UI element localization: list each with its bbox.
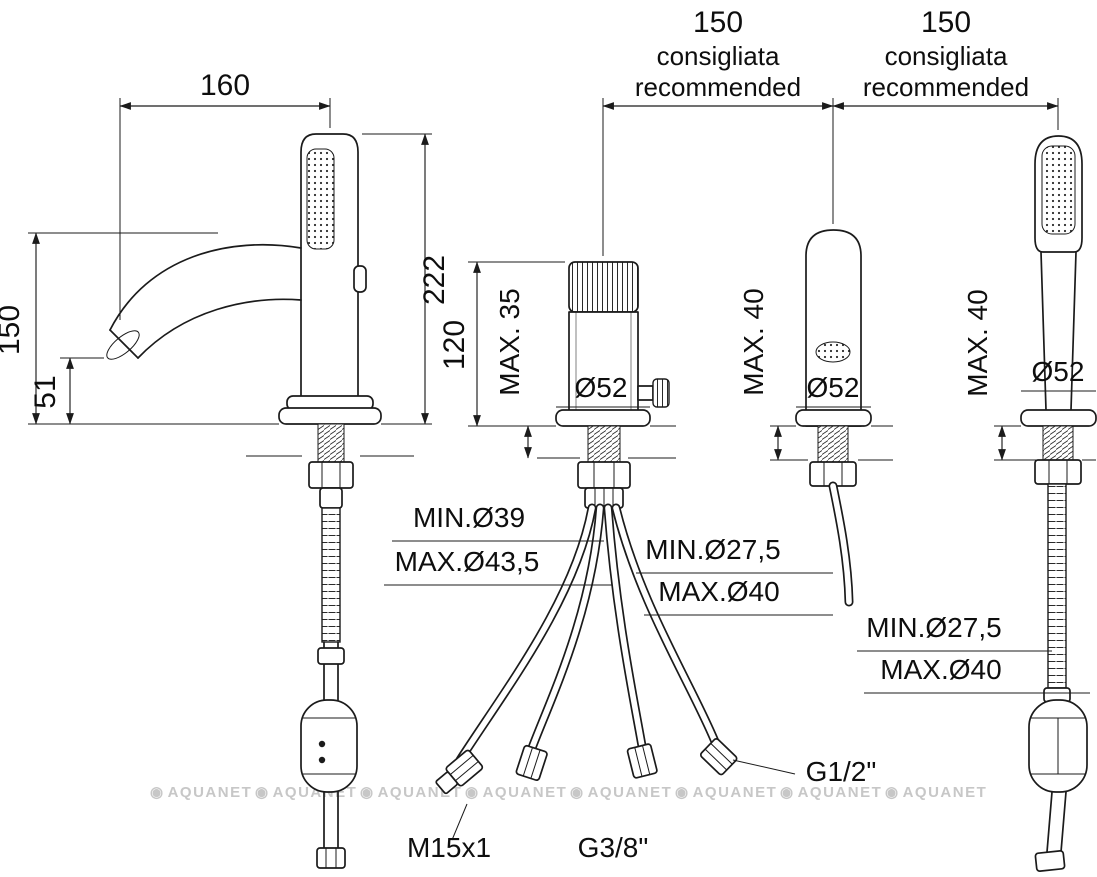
threaded-shank <box>587 425 621 463</box>
diverter-knob <box>652 378 670 408</box>
spout-flange <box>795 409 872 427</box>
dim-spout-height: 150 <box>0 305 26 355</box>
hose-lower <box>323 791 339 849</box>
holder-flange <box>1020 409 1097 427</box>
watermark-logo-icon: ◉ <box>150 784 165 801</box>
corrugated-hose <box>1047 483 1067 689</box>
hose-end-nut <box>316 847 346 869</box>
dim-mixer-flange: Ø52 <box>575 372 628 403</box>
watermark-logo-icon: ◉ <box>675 784 690 801</box>
dim-outlet-height: 51 <box>29 375 62 408</box>
dim-mixer-deck-max: MAX. 35 <box>494 288 525 395</box>
mixer-view <box>435 261 738 795</box>
watermark-logo-icon: ◉ <box>360 784 375 801</box>
watermark-text: AQUANET <box>693 784 778 801</box>
watermark-text: AQUANET <box>483 784 568 801</box>
dim-spacing-right-note-it: consigliata <box>885 41 1008 71</box>
faucet-view <box>106 133 414 869</box>
weight-screw <box>318 756 326 764</box>
spout-lower-curve <box>137 298 302 359</box>
label-g38: G3/8" <box>578 832 649 863</box>
watermark-logo-icon: ◉ <box>780 784 795 801</box>
dimension-annotations: 150 consigliata recommended 150 consigli… <box>0 6 1096 863</box>
watermark: ◉AQUANET <box>675 784 777 801</box>
hose-end-nut <box>1034 850 1066 872</box>
handshower-spray-face <box>306 148 335 250</box>
dim-spout-flange: Ø52 <box>807 372 860 403</box>
hose-lower <box>1046 791 1067 853</box>
dim-faucet-width: 160 <box>200 69 250 102</box>
dim-faucet-height: 222 <box>418 255 451 305</box>
watermark: ◉AQUANET <box>150 784 252 801</box>
watermark-row: ◉AQUANET ◉AQUANET ◉AQUANET ◉AQUANET ◉AQU… <box>150 784 987 801</box>
watermark: ◉AQUANET <box>885 784 987 801</box>
threaded-shank <box>317 423 345 463</box>
watermark-text: AQUANET <box>588 784 673 801</box>
hose-joint <box>317 647 345 665</box>
dim-handshower-flange: Ø52 <box>1032 356 1085 387</box>
dim-spacing-right: 150 <box>921 6 971 39</box>
handshower-view <box>1004 135 1097 872</box>
dim-handshower-hole-min: MIN.Ø27,5 <box>866 612 1001 643</box>
mounting-nut <box>577 461 631 489</box>
dim-handshower-hole-max: MAX.Ø40 <box>880 654 1001 685</box>
handshower-spray-face <box>1041 145 1076 235</box>
hose-connector-g38 <box>626 743 658 779</box>
dim-spout-hole-max: MAX.Ø40 <box>658 576 779 607</box>
spout-tip <box>109 329 139 359</box>
weight-screw <box>318 740 326 748</box>
spout-outlet-face <box>106 330 140 360</box>
dim-spout-hole-min: MIN.Ø27,5 <box>645 534 780 565</box>
hose-weight <box>300 699 358 793</box>
mixer-body <box>568 311 639 413</box>
diverter-stem <box>637 385 654 401</box>
spout-upper-curve <box>109 243 302 331</box>
watermark: ◉AQUANET <box>570 784 672 801</box>
dim-mixer-hole-min: MIN.Ø39 <box>413 502 525 533</box>
dim-mixer-height: 120 <box>438 320 471 370</box>
hose-connector-g38 <box>515 744 548 781</box>
watermark: ◉AQUANET <box>780 784 882 801</box>
watermark: ◉AQUANET <box>465 784 567 801</box>
watermark-text: AQUANET <box>903 784 988 801</box>
dim-spacing-right-note-en: recommended <box>863 72 1029 102</box>
diverter-button <box>353 265 367 293</box>
spout-column <box>805 229 862 427</box>
hose-connector-g12 <box>699 738 738 776</box>
spout-view <box>779 229 893 607</box>
dim-spout-deck-max: MAX. 40 <box>738 288 769 395</box>
watermark-text: AQUANET <box>798 784 883 801</box>
corrugated-hose <box>321 507 341 643</box>
watermark-logo-icon: ◉ <box>885 784 900 801</box>
watermark-logo-icon: ◉ <box>570 784 585 801</box>
label-m15x1: M15x1 <box>407 832 491 863</box>
mixer-flange <box>555 409 651 427</box>
threaded-shank <box>1042 425 1074 461</box>
dim-spacing-left: 150 <box>693 6 743 39</box>
mounting-nut <box>308 461 354 489</box>
aerator-face <box>815 341 851 363</box>
threaded-shank <box>817 425 849 463</box>
watermark-text: AQUANET <box>168 784 253 801</box>
handshower-handle <box>1040 251 1077 411</box>
hose-adapter <box>319 487 343 509</box>
watermark-logo-icon: ◉ <box>465 784 480 801</box>
dim-mixer-hole-max: MAX.Ø43,5 <box>395 546 540 577</box>
label-g12: G1/2" <box>806 756 877 787</box>
watermark-logo-icon: ◉ <box>255 784 270 801</box>
mounting-nut <box>1034 459 1082 485</box>
mixer-knurled-handle <box>568 261 639 313</box>
faucet-flange-lower <box>278 407 382 425</box>
dim-spacing-left-note-it: consigliata <box>657 41 780 71</box>
dim-handshower-deck-max: MAX. 40 <box>962 289 993 396</box>
dim-spacing-left-note-en: recommended <box>635 72 801 102</box>
hose-connector-m15 <box>435 749 484 795</box>
